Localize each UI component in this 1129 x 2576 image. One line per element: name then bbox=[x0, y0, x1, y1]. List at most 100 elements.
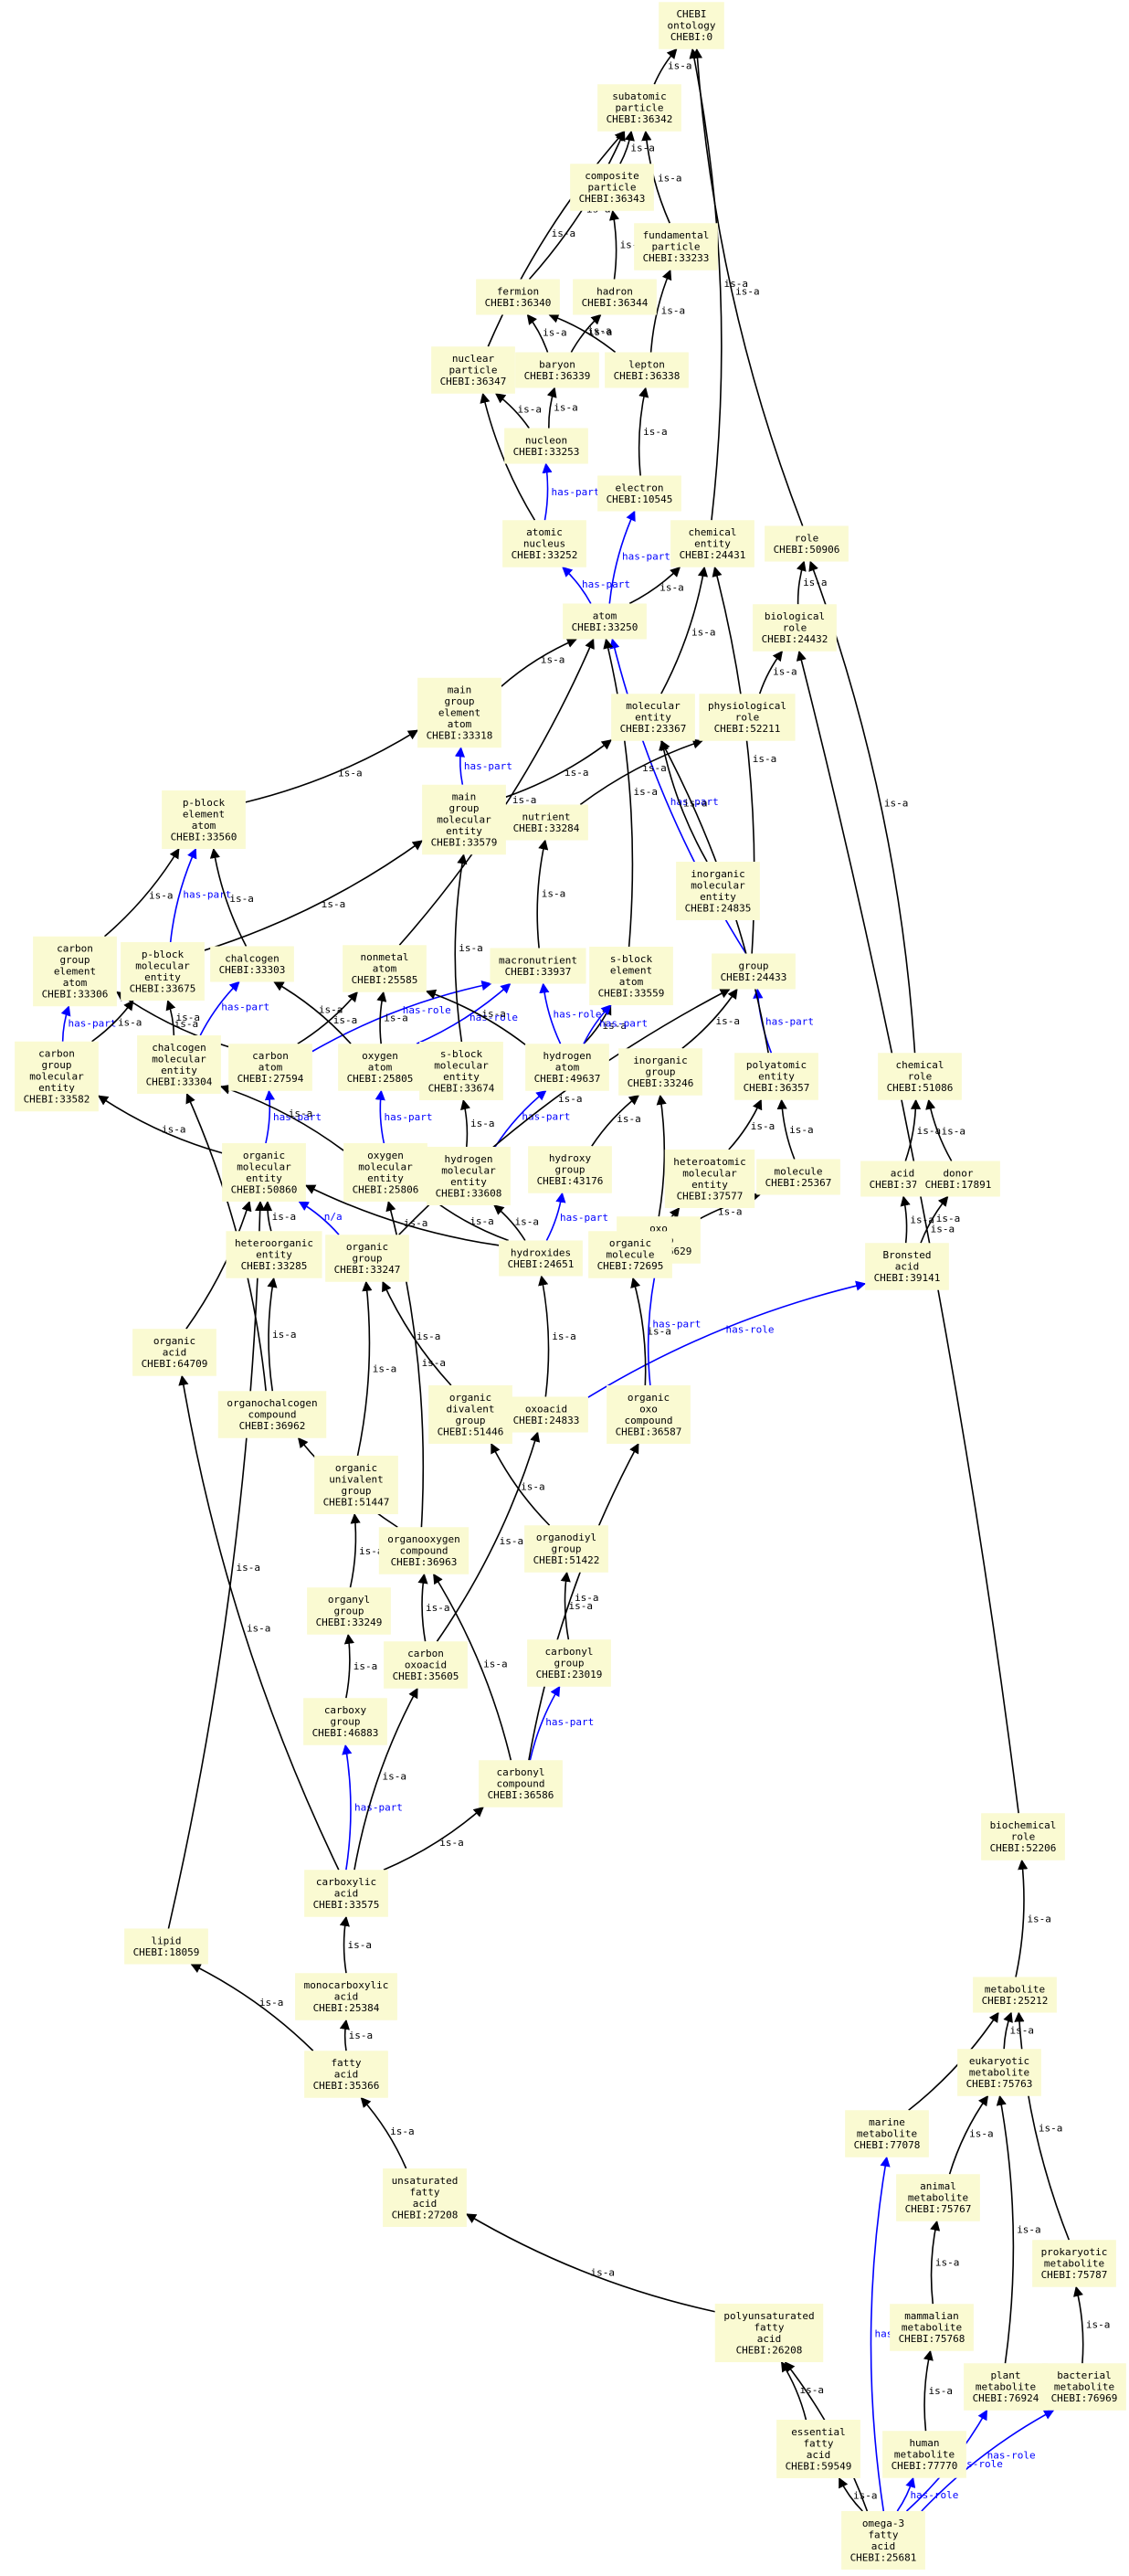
edge-is-a-arrow bbox=[487, 130, 626, 347]
edge-label: is-a bbox=[422, 1357, 447, 1369]
edge-is-a-arrow bbox=[376, 991, 387, 1044]
edge-label: is-a bbox=[229, 893, 254, 905]
node-label-text: organic bbox=[346, 1241, 388, 1253]
node-label-text: atom bbox=[373, 963, 397, 975]
node-label-text: element bbox=[54, 966, 96, 978]
edge-is-a-arrow bbox=[536, 839, 549, 949]
edge-label: is-a bbox=[470, 1118, 495, 1129]
node-label-text: group bbox=[330, 1716, 360, 1728]
edge-label: is-a bbox=[373, 1363, 397, 1375]
node-label-text: marine bbox=[869, 2116, 905, 2128]
node-label-text: electron bbox=[616, 482, 664, 493]
node-label-text: polyunsaturated bbox=[723, 2310, 814, 2322]
node-id-text: CHEBI:33249 bbox=[316, 1617, 383, 1628]
edge-is-a-arrow bbox=[548, 313, 617, 354]
edge-is-a-arrow bbox=[570, 313, 602, 353]
node-id-text: CHEBI:49637 bbox=[534, 1073, 601, 1085]
edge-label: is-a bbox=[1027, 1913, 1051, 1924]
node-label-text: molecular bbox=[434, 1059, 489, 1071]
node-id-text: CHEBI:76969 bbox=[1051, 2392, 1118, 2404]
edge-label: is-a bbox=[603, 1020, 628, 1032]
edge-label: is-a bbox=[1017, 2223, 1041, 2235]
node-box bbox=[217, 1391, 327, 1438]
node-box bbox=[878, 1053, 962, 1100]
node-id-text: CHEBI:33233 bbox=[643, 252, 710, 264]
node-label-text: molecule bbox=[607, 1249, 655, 1261]
node-label-text: entity bbox=[38, 1082, 75, 1094]
edge-is-a-arrow bbox=[628, 566, 681, 605]
node-label-text: metabolite bbox=[976, 2381, 1036, 2393]
edge-is-a-arrow bbox=[653, 48, 678, 85]
edge-has-role-arrow bbox=[539, 982, 562, 1044]
node-label-text: molecular bbox=[152, 1053, 206, 1065]
node-box bbox=[973, 1977, 1057, 2013]
edge-label: has-part bbox=[560, 1212, 608, 1224]
node-label-text: acid bbox=[757, 2333, 782, 2345]
node-box bbox=[504, 804, 588, 841]
node-label-text: hydrogen bbox=[543, 1050, 592, 1062]
node-id-text: CHEBI:36342 bbox=[607, 113, 673, 125]
edge-n-a-arrow bbox=[298, 1201, 340, 1235]
node-id-text: CHEBI:75768 bbox=[899, 2333, 965, 2345]
edge-has-part-arrow bbox=[60, 1005, 71, 1042]
node-label-text: organic bbox=[153, 1335, 195, 1347]
node-label-text: eukaryotic bbox=[969, 2055, 1029, 2067]
node-label-text: molecular bbox=[358, 1161, 413, 1172]
node-label-text: group bbox=[341, 1485, 371, 1497]
edge-is-a-arrow bbox=[546, 387, 557, 429]
node-id-text: CHEBI:36587 bbox=[616, 1426, 682, 1437]
node-label-text: metabolite bbox=[908, 2192, 968, 2204]
node-id-text: CHEBI:33559 bbox=[598, 987, 665, 999]
node-label-text: oxoacid bbox=[525, 1403, 567, 1415]
edge-label: is-a bbox=[633, 786, 658, 798]
edge-label: is-a bbox=[272, 1329, 297, 1341]
node-label-text: atom bbox=[63, 977, 88, 989]
node-id-text: CHEBI:0 bbox=[670, 31, 712, 43]
edge-label: has-part bbox=[522, 1111, 570, 1123]
edge-has-role-arrow bbox=[416, 982, 512, 1044]
node-box bbox=[222, 1143, 306, 1202]
edge-label: is-a bbox=[483, 1659, 508, 1670]
edge-label: has-role bbox=[553, 1009, 601, 1021]
node-id-text: CHEBI:24433 bbox=[721, 971, 787, 983]
node-label-text: nucleus bbox=[523, 538, 565, 550]
edge-label: has-part bbox=[670, 796, 719, 808]
edge-is-a-arrow bbox=[219, 1084, 344, 1151]
node-label-text: lipid bbox=[151, 1935, 181, 1946]
node-label-text: nonmetal bbox=[361, 951, 409, 963]
edge-label: has-role bbox=[726, 1323, 775, 1335]
edge-label: is-a bbox=[500, 1535, 524, 1547]
edge-has-part-arrow bbox=[264, 1089, 275, 1144]
node-label-text: hydroxy bbox=[549, 1152, 592, 1164]
node-box bbox=[504, 1396, 588, 1433]
node-box bbox=[384, 1641, 468, 1689]
edge-is-a-arrow bbox=[360, 2096, 407, 2169]
edge-is-a-arrow bbox=[433, 1573, 512, 1761]
node-id-text: CHEBI:25805 bbox=[347, 1073, 414, 1085]
node-box bbox=[124, 1928, 208, 1965]
edge-label: is-a bbox=[1039, 2123, 1063, 2135]
edge-label: has-part bbox=[545, 1716, 594, 1728]
node-box bbox=[417, 677, 501, 748]
node-box bbox=[527, 1639, 611, 1687]
edge-label: has-part bbox=[354, 1801, 403, 1813]
node-id-text: CHEBI:75767 bbox=[905, 2203, 972, 2215]
node-label-text: organyl bbox=[328, 1594, 370, 1606]
node-box bbox=[378, 1527, 470, 1574]
node-label-text: metabolite bbox=[1044, 2258, 1104, 2270]
edge-is-a-arrow bbox=[904, 1098, 922, 1161]
edge-has-role-arrow bbox=[896, 2476, 916, 2512]
